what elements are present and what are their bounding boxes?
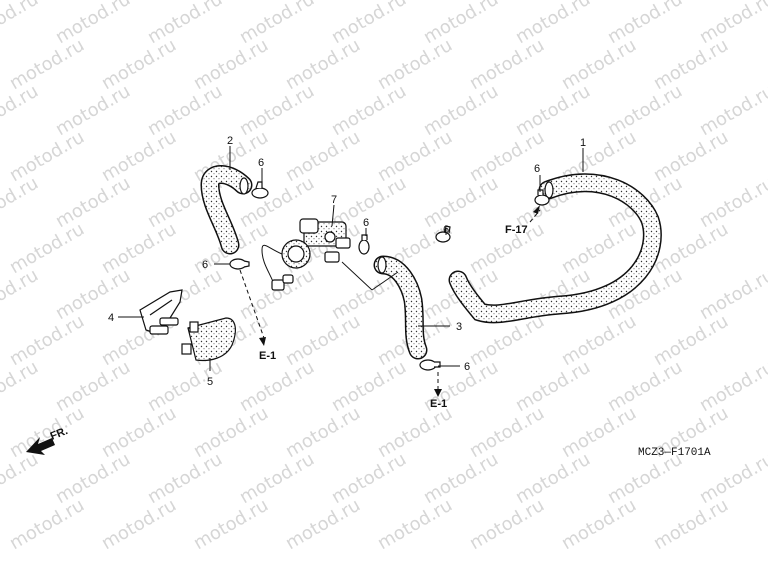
- label-part-6-c: 6: [363, 217, 369, 229]
- leader-lines: [118, 146, 584, 397]
- ref-f17: F-17: [505, 224, 528, 236]
- label-part-1: 1: [580, 137, 586, 149]
- hose-clamp-lower: [419, 359, 441, 371]
- hose-1: [448, 173, 662, 324]
- label-part-6-d: 6: [443, 224, 449, 236]
- ref-e1-lower: E-1: [430, 398, 447, 410]
- label-part-4: 4: [108, 312, 114, 324]
- label-part-6-e: 6: [534, 163, 540, 175]
- front-arrow-icon: [26, 437, 55, 455]
- hose-clamp-left-mid: [229, 258, 250, 270]
- label-part-2: 2: [227, 135, 233, 147]
- diagram-code: MCZ3—F1701A: [638, 447, 711, 459]
- label-part-6-b: 6: [202, 259, 208, 271]
- label-part-6-f: 6: [464, 361, 470, 373]
- label-part-5: 5: [207, 376, 213, 388]
- ref-e1-left: E-1: [259, 350, 276, 362]
- reed-valve-cover: [139, 289, 183, 335]
- hose-clamp-right: [534, 189, 550, 206]
- hose-2: [200, 165, 253, 255]
- reed-valve-gasket: [181, 317, 236, 362]
- label-part-7: 7: [331, 194, 337, 206]
- label-part-6-a: 6: [258, 157, 264, 169]
- hose-clamp-valve: [358, 234, 370, 255]
- air-injection-valve: [261, 218, 351, 291]
- hose-clamp-upper-left: [251, 181, 269, 199]
- label-part-3: 3: [456, 321, 462, 333]
- hose-3: [373, 255, 428, 360]
- front-label: FR.: [49, 425, 70, 443]
